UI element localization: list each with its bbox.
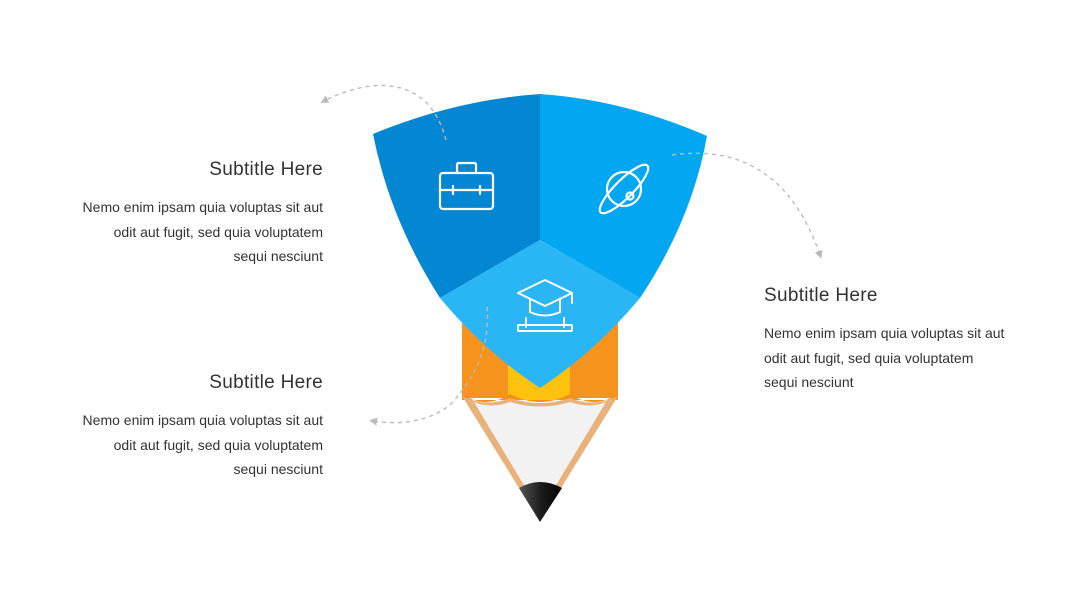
text-block-bottom-left: Subtitle Here Nemo enim ipsam quia volup… [60,372,323,482]
segment-top-right [540,94,707,298]
block-title: Subtitle Here [209,372,323,393]
connectors [320,84,823,426]
text-block-right: Subtitle Here Nemo enim ipsam quia volup… [764,285,1034,395]
description-line: odit aut fugit, sed quia voluptatem [113,436,323,453]
pencil-shaved-core [474,402,606,512]
text-block-top-left: Subtitle Here Nemo enim ipsam quia volup… [60,159,323,269]
block-title: Subtitle Here [764,285,878,306]
segment-bottom [440,240,640,388]
block-description: Nemo enim ipsam quia voluptas sit aut od… [60,408,323,482]
pencil-tip [519,482,562,522]
description-line: Nemo enim ipsam quia voluptas sit aut [82,199,323,215]
description-line: sequi nesciunt [233,248,323,264]
description-line: sequi nesciunt [233,461,323,477]
briefcase-icon [438,161,495,211]
connector-bottom-left [369,306,489,426]
connector-top-left [320,84,447,141]
description-line: odit aut fugit, sed quia voluptatem [113,223,323,240]
description-line: Nemo enim ipsam quia voluptas sit aut [764,325,1005,341]
segment-top-left [373,94,540,298]
block-description: Nemo enim ipsam quia voluptas sit aut od… [60,195,323,269]
description-line: sequi nesciunt [764,374,854,390]
pencil-scallop [462,394,618,402]
description-line: odit aut fugit, sed quia voluptatem [764,349,974,366]
block-title: Subtitle Here [209,159,323,180]
description-line: Nemo enim ipsam quia voluptas sit aut [82,412,323,428]
planet-icon [598,163,650,215]
graduation-cap-icon [517,279,573,332]
block-description: Nemo enim ipsam quia voluptas sit aut od… [764,321,1034,395]
connector-right [671,152,823,259]
shield [373,94,707,388]
